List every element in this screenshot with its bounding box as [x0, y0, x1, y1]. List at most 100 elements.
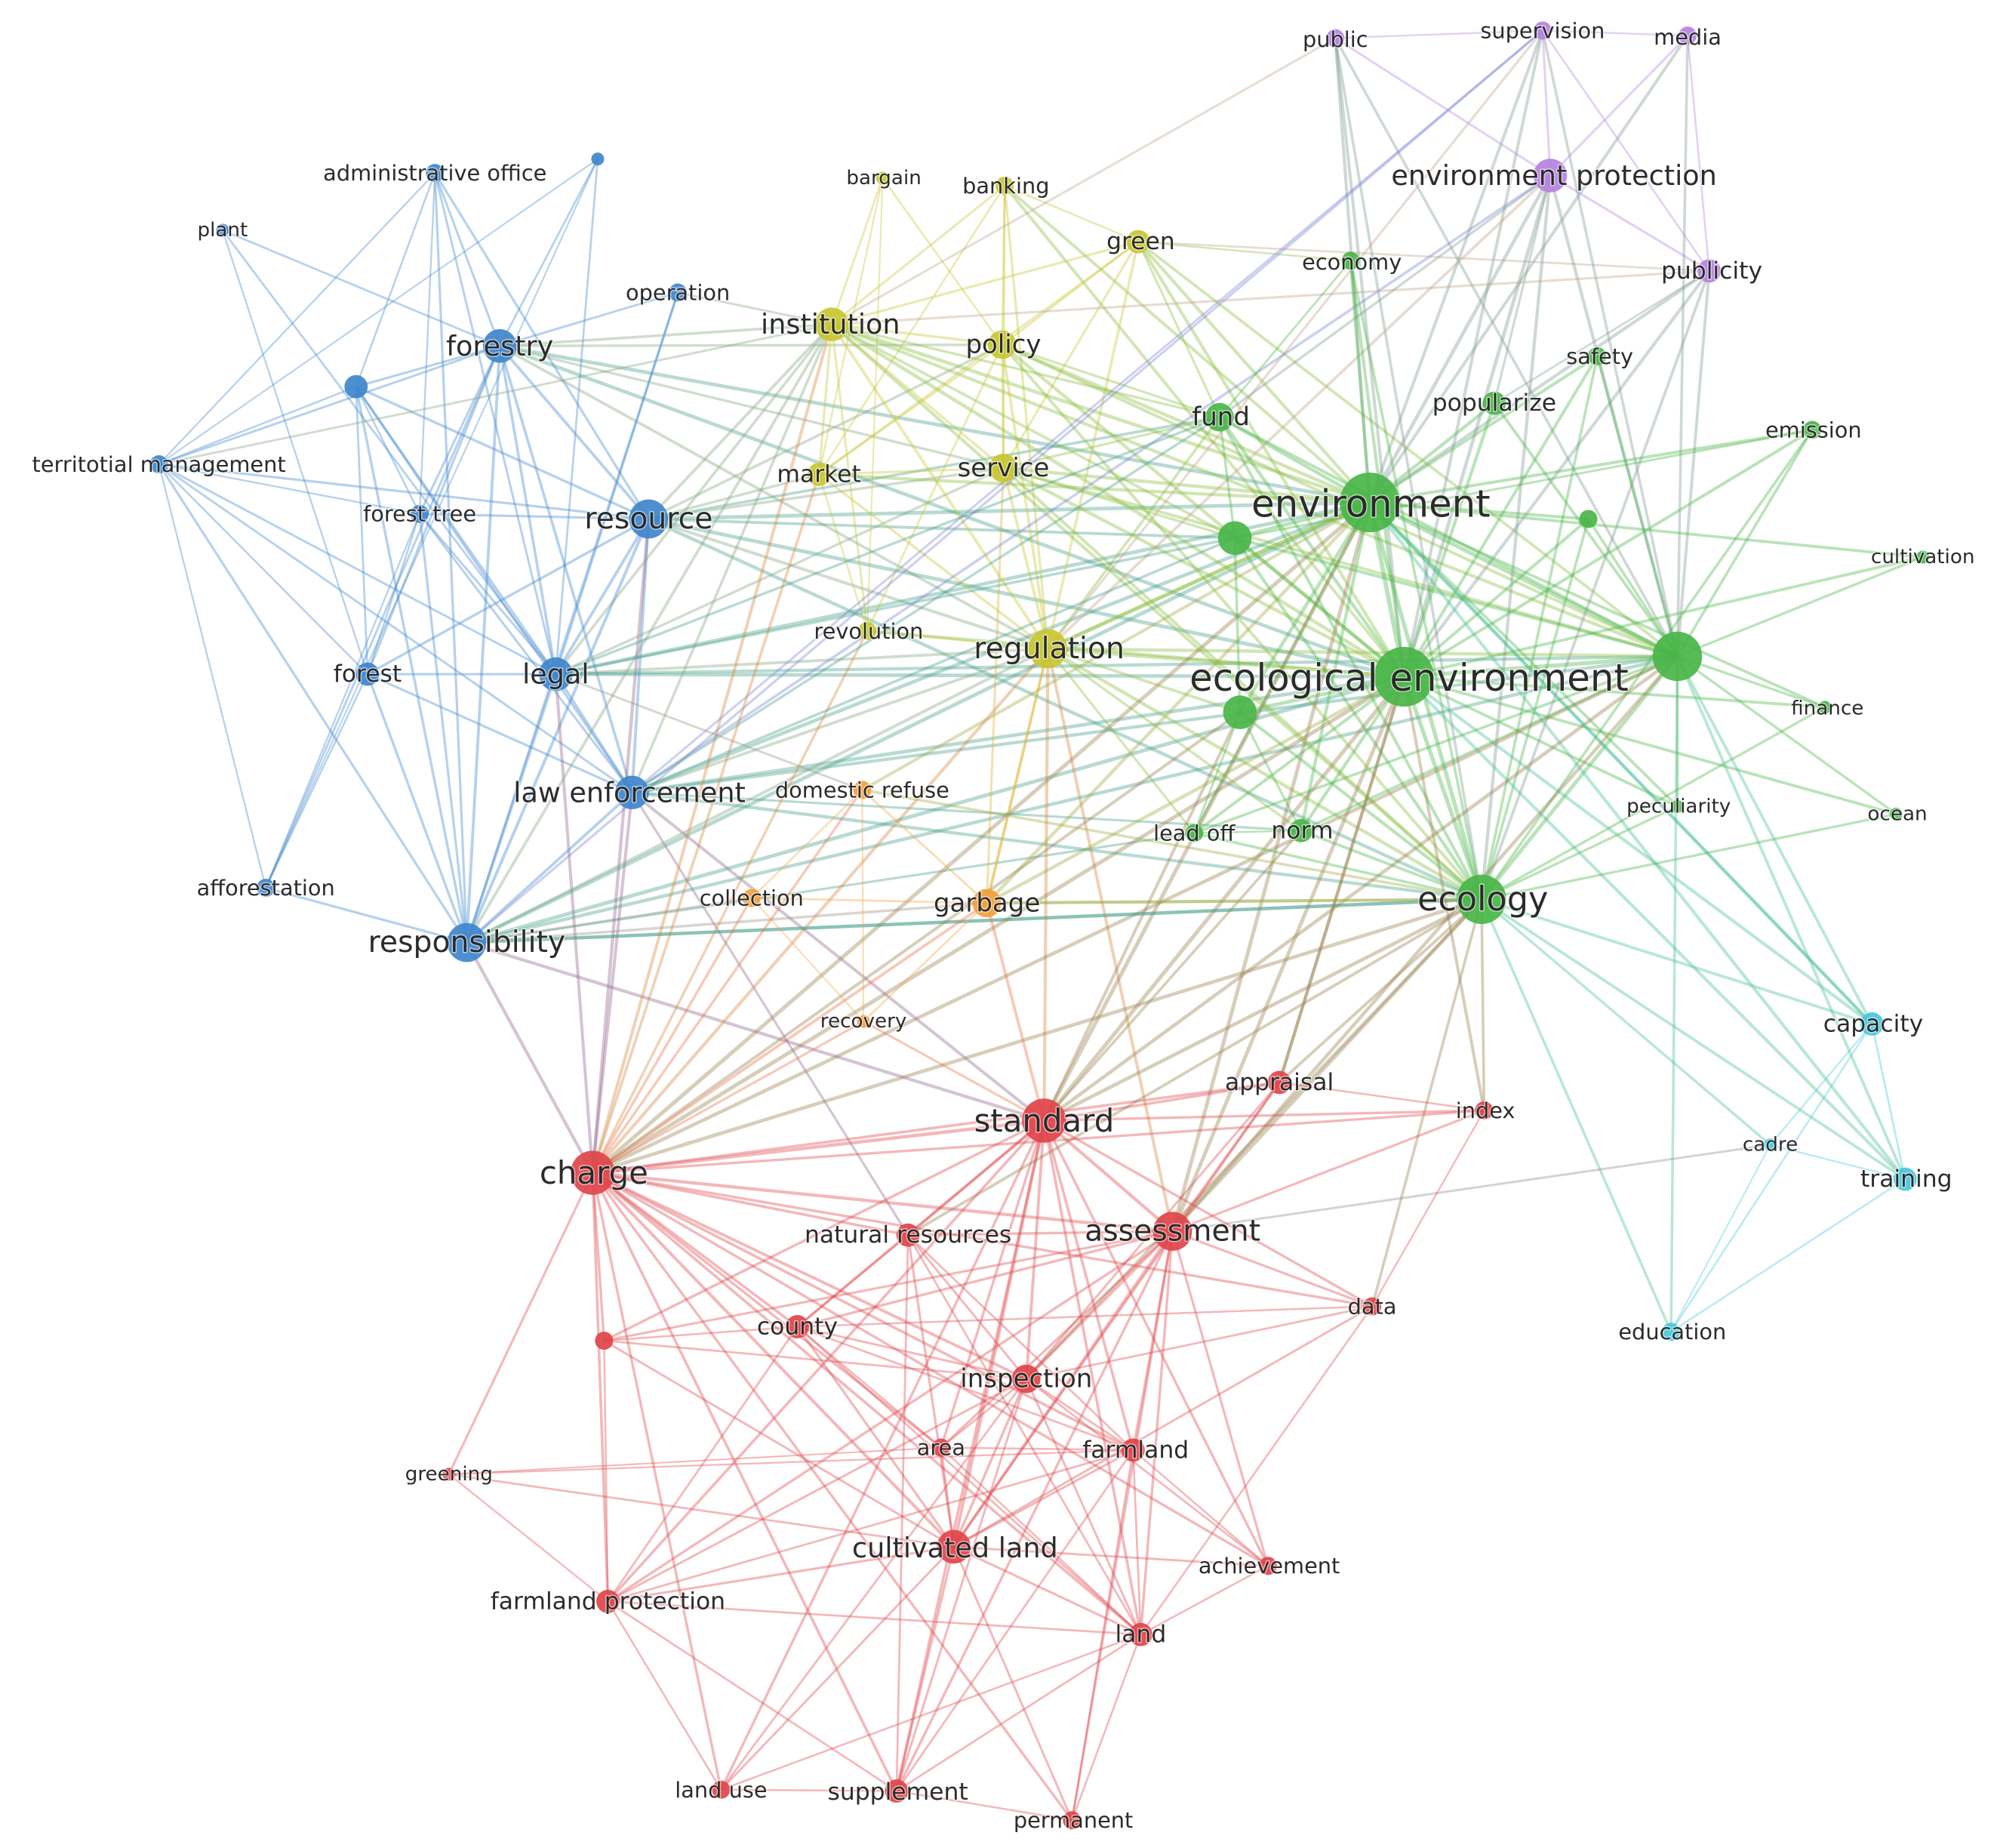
node-territorial-management[interactable] — [149, 455, 168, 474]
node-green-unlabeled-3[interactable] — [1652, 631, 1703, 682]
node-revolution[interactable] — [858, 621, 877, 640]
node-peculiarity[interactable] — [1671, 799, 1685, 813]
node-popularize[interactable] — [1482, 391, 1506, 415]
node-red-unlabeled-1[interactable] — [595, 1331, 614, 1350]
node-charge[interactable] — [571, 1150, 615, 1195]
node-cultivated-land[interactable] — [937, 1529, 971, 1564]
node-afforestation[interactable] — [257, 879, 275, 898]
edge-cultivated-land-land-use — [720, 1545, 955, 1791]
node-regulation[interactable] — [1028, 629, 1068, 669]
node-operation[interactable] — [669, 283, 688, 302]
node-farmland[interactable] — [1121, 1438, 1145, 1462]
node-data[interactable] — [1363, 1297, 1382, 1316]
node-blue-unlabeled-1[interactable] — [591, 152, 605, 166]
edge-charge-assessment — [592, 1171, 1173, 1234]
label-safety: safety — [1566, 343, 1633, 369]
node-media[interactable] — [1678, 26, 1697, 45]
node-land[interactable] — [1129, 1622, 1152, 1646]
edge-standard-inspection — [1024, 1120, 1046, 1379]
node-inspection[interactable] — [1011, 1364, 1041, 1394]
node-emission[interactable] — [1803, 420, 1822, 439]
node-appraisal[interactable] — [1267, 1070, 1291, 1095]
edge-resource-market — [648, 473, 820, 521]
node-supplement[interactable] — [885, 1779, 909, 1803]
edge-bargain-revolution — [866, 177, 884, 631]
node-land-use[interactable] — [712, 1780, 731, 1799]
node-green-unlabeled-1[interactable] — [1217, 521, 1252, 556]
node-natural-resources[interactable] — [896, 1223, 920, 1247]
node-ecological-environment[interactable] — [1374, 646, 1434, 707]
edge-cultivated-land-supplement — [895, 1546, 955, 1791]
node-banking[interactable] — [995, 177, 1014, 196]
edge-cultivation-green-unlabeled-3 — [1676, 556, 1924, 658]
node-blue-unlabeled-2[interactable] — [344, 374, 368, 399]
node-legal[interactable] — [539, 657, 573, 691]
node-publicity[interactable] — [1697, 259, 1722, 283]
node-area[interactable] — [931, 1438, 950, 1457]
node-supervision[interactable] — [1533, 21, 1552, 40]
node-green-unlabeled-4[interactable] — [1223, 695, 1257, 729]
node-index[interactable] — [1475, 1101, 1494, 1120]
node-education[interactable] — [1662, 1323, 1681, 1341]
edge-supervision-law-enforcement — [631, 29, 1543, 793]
node-market[interactable] — [807, 463, 831, 486]
node-environment[interactable] — [1340, 472, 1400, 533]
edge-assessment-cultivated-land — [952, 1230, 1174, 1548]
edge-green-environment — [1137, 240, 1371, 504]
node-policy[interactable] — [987, 330, 1017, 359]
node-forest[interactable] — [355, 662, 380, 686]
node-forest-tree[interactable] — [411, 504, 429, 523]
edge-green-economy — [1137, 240, 1351, 262]
node-collection[interactable] — [742, 889, 761, 907]
edge-green-unlabeled-1-ecology — [1233, 537, 1483, 901]
edge-forestry-service — [499, 344, 1004, 470]
node-greening[interactable] — [442, 1468, 456, 1481]
node-institution[interactable] — [814, 307, 849, 341]
edge-county-farmland-protection — [607, 1326, 799, 1603]
node-domestic-refuse[interactable] — [853, 781, 872, 799]
node-forestry[interactable] — [482, 329, 517, 363]
node-safety[interactable] — [1588, 346, 1607, 365]
edge-green-unlabeled-3-capacity — [1676, 655, 1874, 1025]
label-operation: operation — [626, 280, 730, 306]
node-lead-off[interactable] — [1185, 824, 1204, 842]
node-finance[interactable] — [1818, 701, 1832, 714]
edge-appraisal-assessment — [1171, 1081, 1281, 1233]
node-green-unlabeled-2[interactable] — [1579, 510, 1598, 528]
node-fund[interactable] — [1205, 402, 1234, 432]
node-norm[interactable] — [1289, 818, 1313, 842]
node-bargain[interactable] — [875, 171, 889, 185]
node-standard[interactable] — [1022, 1098, 1066, 1143]
edge-standard-achievement — [1042, 1120, 1269, 1566]
edge-ecological-environment-capacity — [1402, 675, 1873, 1026]
node-economy[interactable] — [1341, 251, 1360, 270]
node-responsibility[interactable] — [447, 922, 487, 962]
node-law-enforcement[interactable] — [615, 775, 649, 810]
node-capacity[interactable] — [1860, 1012, 1884, 1036]
node-green[interactable] — [1126, 229, 1150, 254]
node-assessment[interactable] — [1152, 1212, 1192, 1251]
node-resource[interactable] — [629, 499, 669, 539]
node-service[interactable] — [989, 454, 1018, 482]
node-permanent[interactable] — [1063, 1811, 1082, 1830]
node-plant[interactable] — [216, 223, 229, 237]
label-cadre: cadre — [1743, 1134, 1798, 1157]
node-environment-protection[interactable] — [1533, 159, 1568, 192]
node-county[interactable] — [786, 1315, 809, 1338]
node-garbage[interactable] — [972, 889, 1002, 918]
label-peculiarity: peculiarity — [1626, 795, 1731, 818]
node-public[interactable] — [1326, 29, 1345, 48]
node-training[interactable] — [1893, 1167, 1917, 1191]
edge-appraisal-inspection — [1025, 1081, 1281, 1380]
node-cadre[interactable] — [1764, 1138, 1777, 1151]
node-recovery[interactable] — [857, 1015, 870, 1028]
node-achievement[interactable] — [1258, 1557, 1277, 1575]
edge-administrative-office-legal — [433, 172, 557, 675]
edge-inspection-achievement — [1025, 1378, 1269, 1567]
node-cultivation[interactable] — [1916, 550, 1930, 564]
node-farmland-protection[interactable] — [596, 1590, 620, 1613]
node-administrative-office[interactable] — [426, 164, 445, 183]
node-ocean[interactable] — [1889, 807, 1903, 821]
node-ecology[interactable] — [1457, 874, 1506, 924]
edge-legal-institution — [554, 323, 833, 676]
